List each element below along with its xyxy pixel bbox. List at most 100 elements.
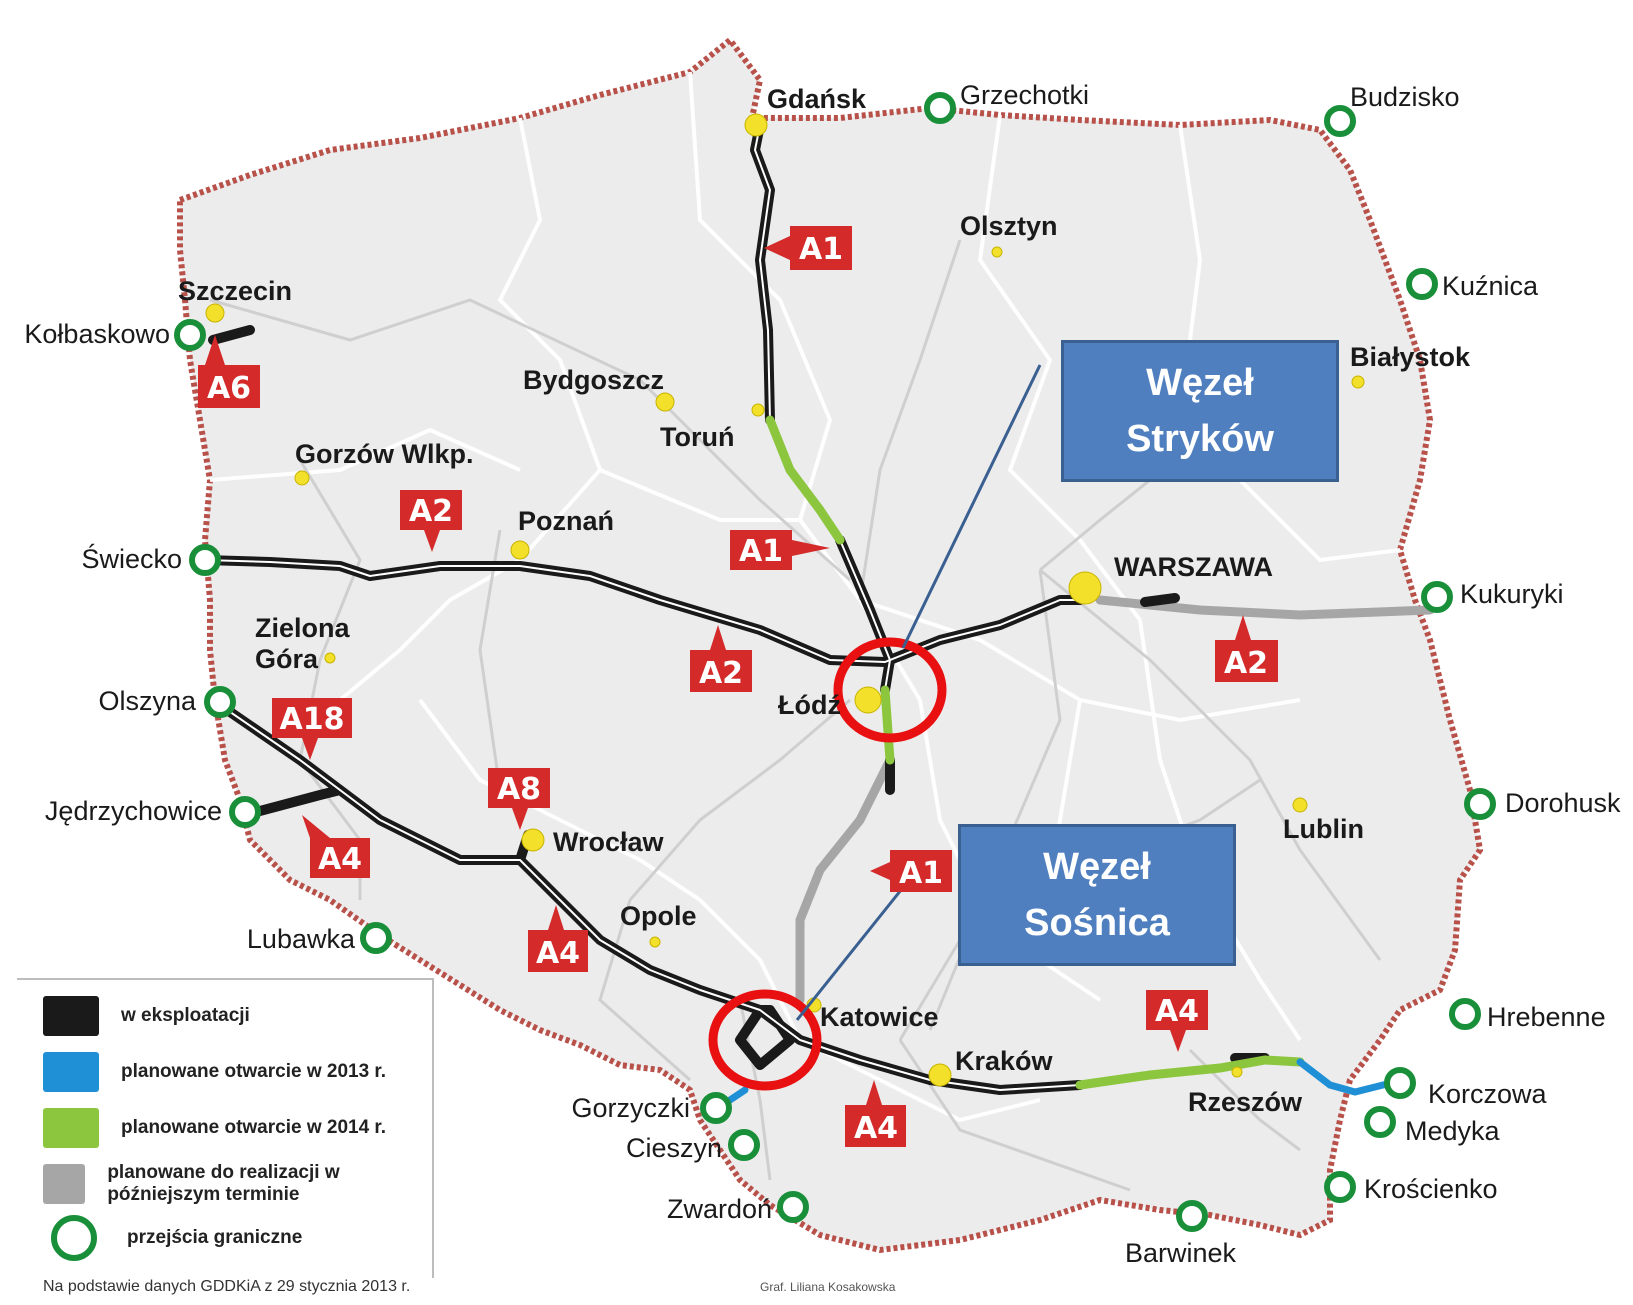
label-warszawa: WARSZAWA (1114, 552, 1273, 582)
shield-a2-west: A2 (400, 490, 462, 552)
svg-text:A2: A2 (699, 656, 743, 691)
label-budzisko: Budzisko (1350, 82, 1460, 112)
label-dorohusk: Dorohusk (1505, 788, 1621, 818)
map-legend: w eksploatacji planowane otwarcie w 2013… (17, 978, 434, 1278)
legend-row-border-crossings: przejścia graniczne (43, 1215, 303, 1261)
label-cieszyn: Cieszyn (626, 1133, 722, 1163)
label-katowice: Katowice (820, 1002, 939, 1032)
svg-text:A4: A4 (318, 842, 362, 877)
label-kroscienko: Krościenko (1364, 1174, 1498, 1204)
legend-row-in-operation: w eksploatacji (43, 994, 250, 1038)
svg-text:A4: A4 (854, 1111, 898, 1146)
svg-text:A4: A4 (536, 936, 580, 971)
callout-sosnica: Węzeł Sośnica (958, 824, 1236, 966)
label-wroclaw: Wrocław (553, 827, 665, 857)
label-kukuryki: Kukuryki (1460, 579, 1564, 609)
legend-swatch-planned-2014 (43, 1108, 99, 1148)
legend-ring-icon (51, 1215, 97, 1261)
callout-pointer-strykow (901, 364, 1042, 649)
road-shields: A1 A6 A2 A1 A2 A2 A18 A8 A4 A1 A4 A4 A4 (198, 226, 1278, 1147)
crossing-barwinek (1176, 1200, 1208, 1232)
crossing-kroscienko (1324, 1171, 1356, 1203)
source-note: Na podstawie danych GDDKiA z 29 stycznia… (43, 1278, 411, 1295)
label-krakow: Kraków (955, 1046, 1054, 1076)
legend-row-planned-later: planowane do realizacji w późniejszym te… (43, 1162, 432, 1206)
label-kolbaskowo: Kołbaskowo (24, 319, 170, 349)
crossing-medyka (1364, 1106, 1396, 1138)
shield-a2-center: A2 (690, 625, 752, 692)
label-olszyna: Olszyna (98, 686, 197, 716)
roads-planned-2014 (765, 415, 1305, 1090)
svg-text:A18: A18 (280, 702, 345, 737)
roads-planned-2013 (726, 1058, 1399, 1104)
crossing-zwardon (777, 1191, 809, 1223)
svg-text:A2: A2 (1224, 646, 1268, 681)
shield-a1-south: A1 (870, 850, 952, 892)
crossing-hrebenne (1449, 998, 1481, 1030)
roads-in-operation-center (204, 124, 1081, 1091)
shield-a18: A18 (272, 698, 352, 760)
legend-label-planned-2013: planowane otwarcie w 2013 r. (121, 1061, 387, 1082)
crossing-gorzyczki (700, 1092, 732, 1124)
legend-swatch-planned-later (43, 1164, 86, 1204)
label-medyka: Medyka (1405, 1116, 1501, 1146)
label-zwardon: Zwardoń (667, 1194, 772, 1224)
shield-a2-east: A2 (1215, 615, 1278, 682)
crossing-cieszyn (728, 1129, 760, 1161)
callout-sosnica-line2: Sośnica (1024, 902, 1170, 944)
label-swiecko: Świecko (81, 542, 182, 574)
label-grzechotki: Grzechotki (960, 80, 1089, 110)
crossing-kukuryki (1421, 581, 1453, 613)
legend-label-border-crossings: przejścia graniczne (127, 1227, 303, 1248)
shield-a1-mid: A1 (730, 530, 830, 570)
legend-swatch-in-operation (43, 996, 99, 1036)
city-labels: Gdańsk Olsztyn Szczecin Bydgoszcz Toruń … (178, 84, 1471, 1117)
label-korczowa: Korczowa (1428, 1079, 1548, 1109)
label-jedrzychowice: Jędrzychowice (45, 796, 222, 826)
callout-strykow-line2: Stryków (1126, 418, 1274, 460)
svg-text:A6: A6 (207, 371, 251, 406)
label-hrebenne: Hrebenne (1487, 1002, 1606, 1032)
callout-strykow: Węzeł Stryków (1061, 340, 1339, 482)
label-opole: Opole (620, 901, 697, 931)
legend-label-in-operation: w eksploatacji (121, 1005, 250, 1026)
label-olsztyn: Olsztyn (960, 211, 1058, 241)
graphic-credit: Graf. Liliana Kosakowska (760, 1280, 896, 1294)
label-szczecin: Szczecin (178, 276, 292, 306)
label-gorzow: Gorzów Wlkp. (295, 439, 474, 469)
crossing-kuznica (1406, 268, 1438, 300)
shield-a8: A8 (488, 768, 550, 830)
shield-a6: A6 (198, 335, 260, 408)
label-bydgoszcz: Bydgoszcz (523, 365, 664, 395)
label-lublin: Lublin (1283, 814, 1364, 844)
shield-a4-mid: A4 (528, 905, 588, 972)
label-barwinek: Barwinek (1125, 1238, 1237, 1268)
crossing-korczowa (1384, 1067, 1416, 1099)
callout-strykow-line1: Węzeł (1146, 362, 1254, 404)
crossing-dorohusk (1464, 788, 1496, 820)
label-gorzyczki: Gorzyczki (571, 1093, 690, 1123)
border-crossing-markers (174, 92, 1496, 1232)
crossing-budzisko (1324, 105, 1356, 137)
label-kuznica: Kuźnica (1442, 271, 1539, 301)
highlight-ring-sosnica (708, 989, 822, 1091)
label-lodz: Łódź (778, 690, 841, 720)
legend-row-planned-2013: planowane otwarcie w 2013 r. (43, 1050, 386, 1094)
crossing-olszyna (204, 686, 236, 718)
legend-row-planned-2014: planowane otwarcie w 2014 r. (43, 1106, 386, 1150)
legend-label-planned-2014: planowane otwarcie w 2014 r. (121, 1117, 387, 1138)
crossing-jedrzychowice (229, 796, 261, 828)
border-line (177, 35, 1484, 1254)
svg-text:A1: A1 (739, 534, 783, 569)
highlight-rings (708, 637, 947, 1091)
shield-a1-north: A1 (764, 226, 852, 270)
border-crossing-labels: Grzechotki Budzisko Kuźnica Kołbaskowo Ś… (24, 80, 1621, 1268)
label-zielona: Zielona (255, 613, 350, 643)
label-lubawka: Lubawka (247, 924, 356, 954)
crossing-swiecko (189, 544, 221, 576)
label-gora: Góra (255, 644, 319, 674)
svg-text:A4: A4 (1155, 994, 1199, 1029)
city-markers (205, 113, 1365, 1087)
svg-text:A8: A8 (497, 772, 541, 807)
